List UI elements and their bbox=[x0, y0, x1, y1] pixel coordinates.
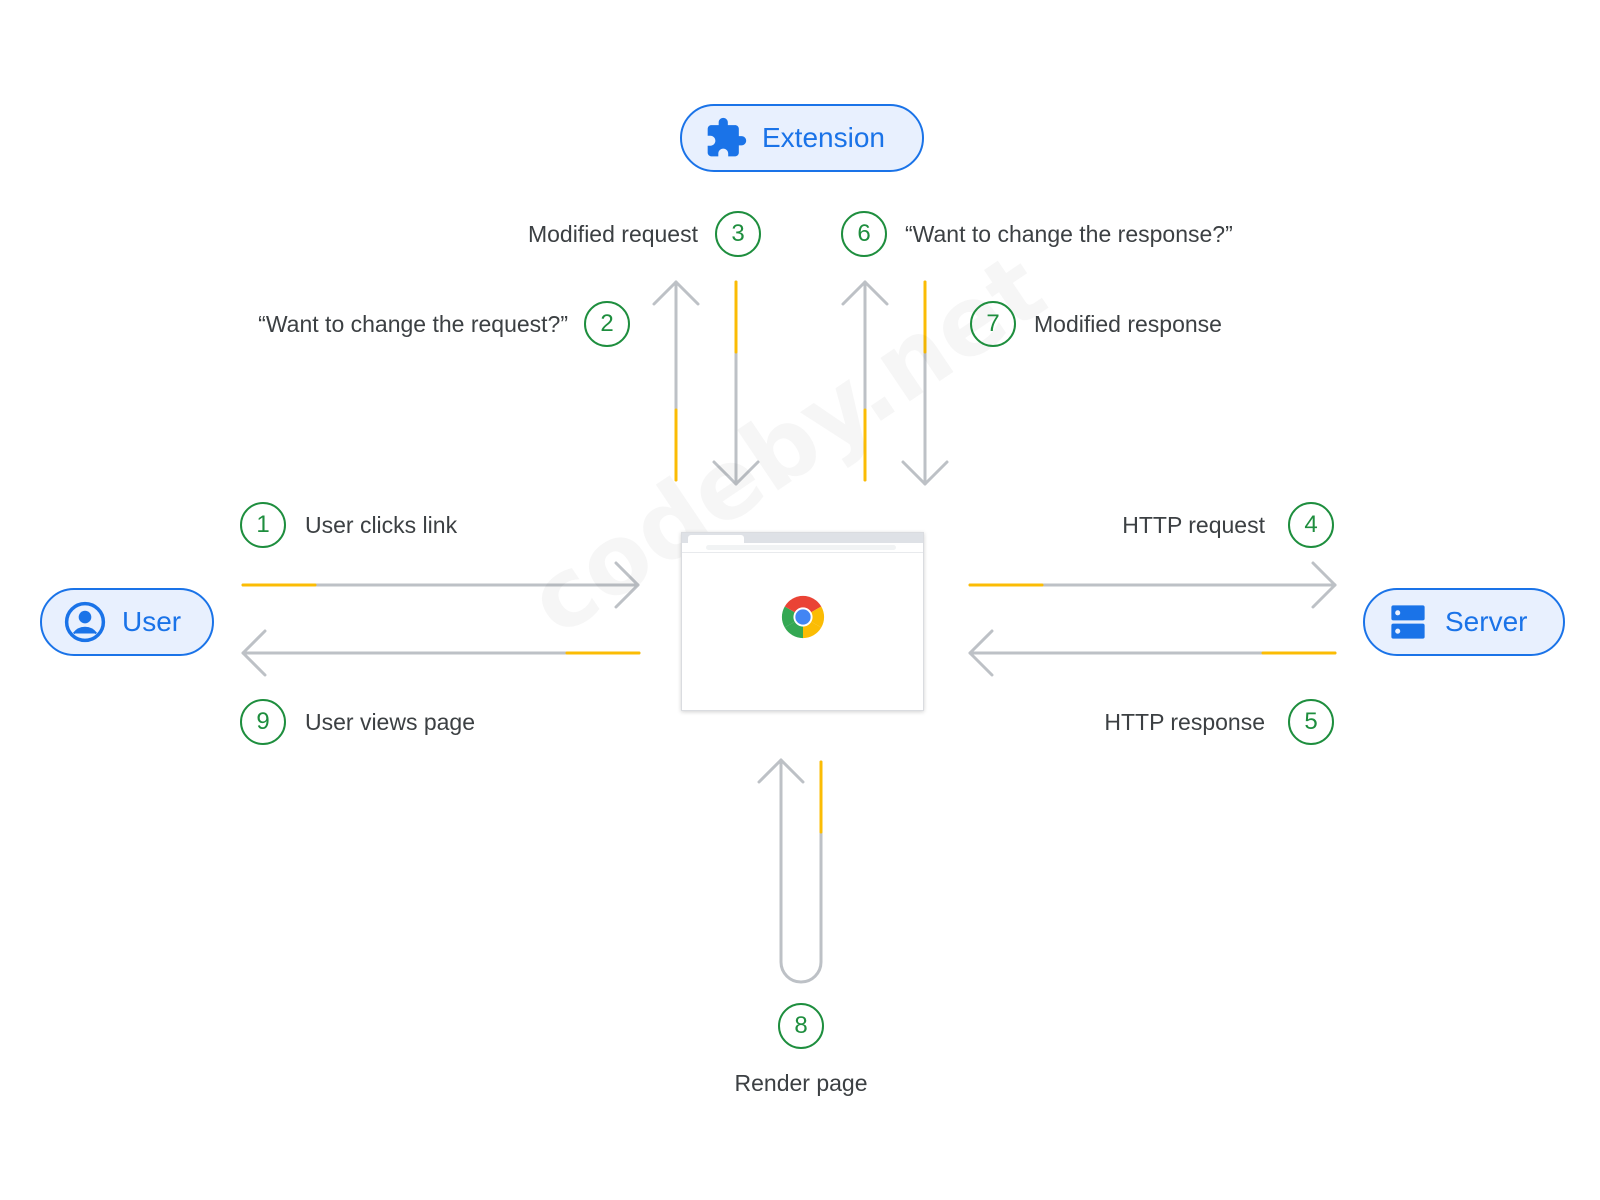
step-2-label: “Want to change the request?” bbox=[258, 311, 568, 337]
step-7-label: Modified response bbox=[1034, 311, 1222, 337]
server-label: Server bbox=[1445, 606, 1528, 637]
arrow-http-request bbox=[968, 561, 1337, 609]
step-6-badge: 6 bbox=[841, 211, 887, 257]
arrow-render-page bbox=[757, 758, 823, 984]
step-1-badge: 1 bbox=[240, 502, 286, 548]
extension-label: Extension bbox=[762, 122, 885, 153]
server-node: Server bbox=[1363, 588, 1565, 656]
extension-node: Extension bbox=[680, 104, 924, 172]
step-3-label: Modified request bbox=[527, 221, 698, 247]
step-8-badge: 8 bbox=[778, 1003, 824, 1049]
step-2-badge: 2 bbox=[584, 301, 630, 347]
arrow-modified-response bbox=[841, 280, 889, 482]
browser-window bbox=[681, 532, 924, 711]
arrow-user-views-page bbox=[241, 629, 641, 677]
browser-toolbar bbox=[682, 543, 923, 553]
step-9-label: User views page bbox=[305, 709, 476, 735]
step-1-label: User clicks link bbox=[305, 512, 458, 538]
server-icon bbox=[1389, 603, 1427, 641]
step-5-label: HTTP response bbox=[1104, 709, 1265, 735]
chrome-logo-icon bbox=[780, 594, 826, 645]
arrow-change-response bbox=[901, 280, 949, 486]
step-4-badge: 4 bbox=[1288, 502, 1334, 548]
step-3-badge: 3 bbox=[715, 211, 761, 257]
browser-tab-bar bbox=[682, 533, 923, 543]
step-4-label: HTTP request bbox=[1122, 512, 1265, 538]
user-label: User bbox=[122, 606, 182, 637]
step-5-badge: 5 bbox=[1288, 699, 1334, 745]
step-9-badge: 9 bbox=[240, 699, 286, 745]
arrow-modified-request bbox=[652, 280, 700, 482]
puzzle-piece-icon bbox=[704, 116, 748, 160]
step-6-label: “Want to change the response?” bbox=[905, 221, 1233, 247]
account-circle-icon bbox=[64, 601, 106, 643]
arrow-http-response bbox=[968, 629, 1337, 677]
arrow-change-request bbox=[712, 280, 760, 486]
arrow-user-clicks-link bbox=[241, 561, 640, 609]
user-node: User bbox=[40, 588, 214, 656]
step-8-label: Render page bbox=[734, 1070, 868, 1096]
step-7-badge: 7 bbox=[970, 301, 1016, 347]
